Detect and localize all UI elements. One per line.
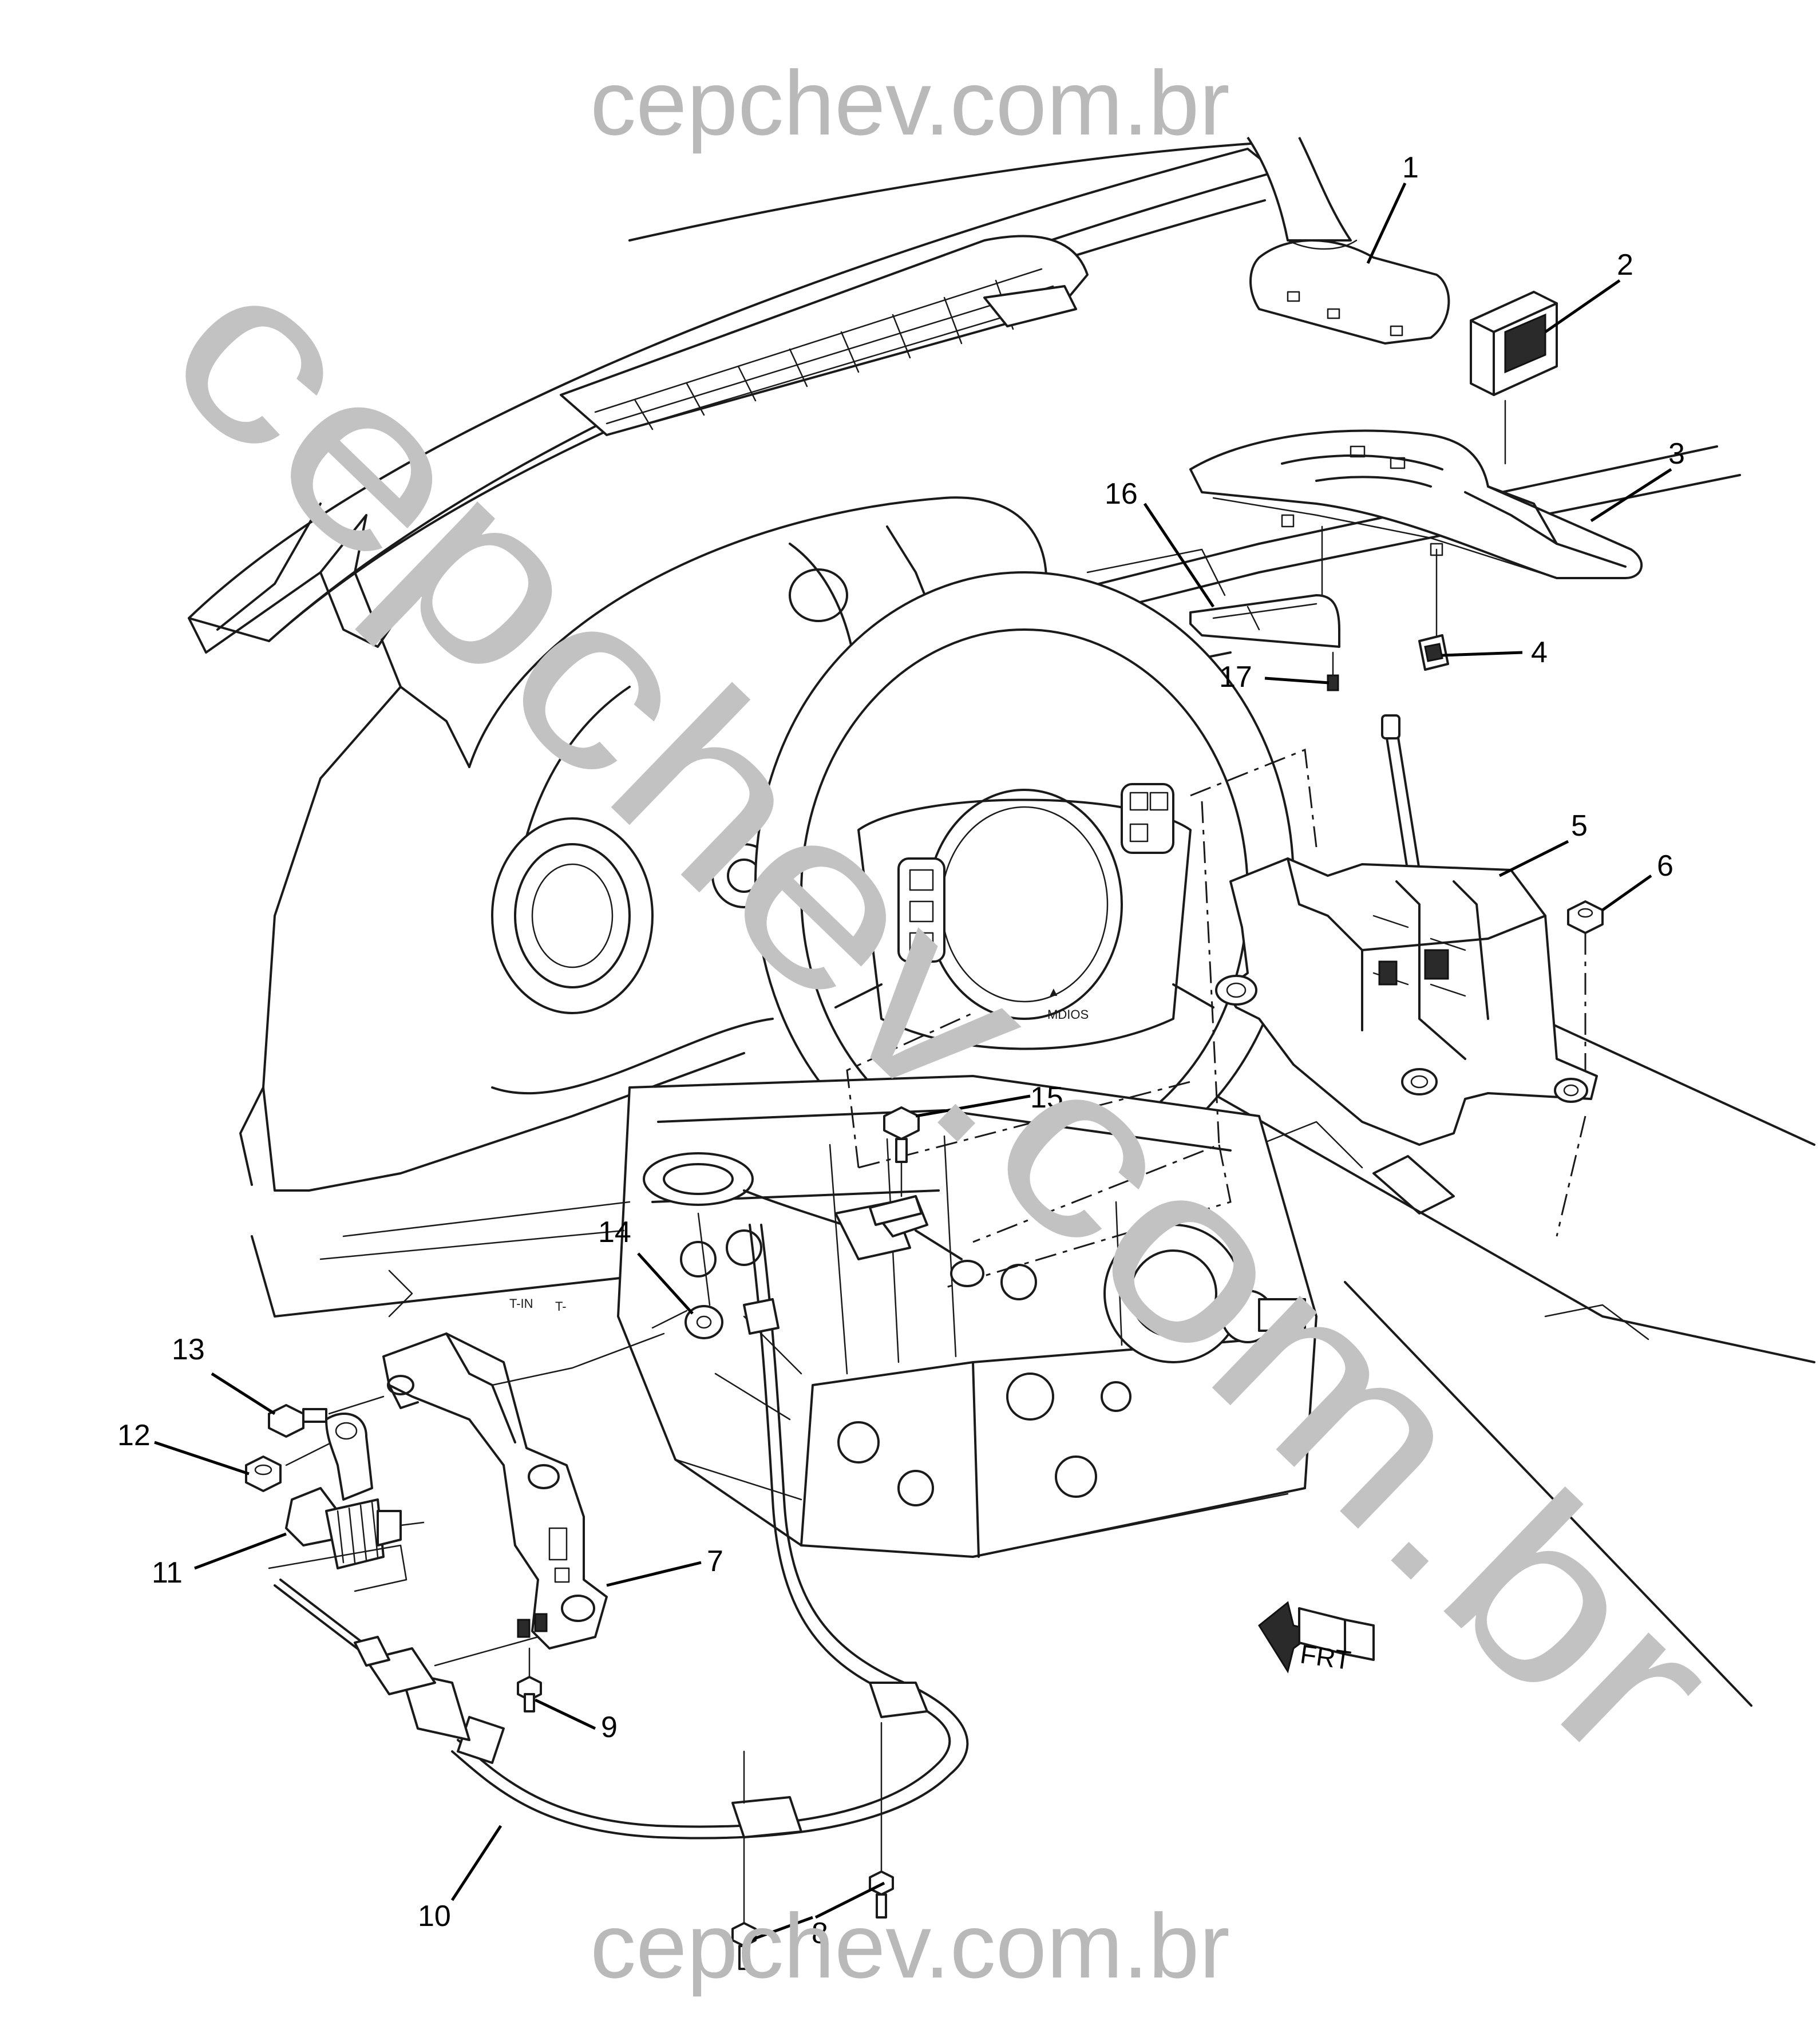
- assembly-outline: [846, 748, 1317, 1289]
- callout-11: 11: [152, 1556, 183, 1589]
- exploded-guide-lines: [434, 1212, 711, 1667]
- callout-12: 12: [117, 1419, 151, 1452]
- instrument-panel-background: [188, 142, 1815, 1707]
- callout-8: 8: [812, 1917, 828, 1950]
- transmission: T-IN T-: [319, 1075, 1317, 1558]
- part-8-bolts: [731, 1722, 894, 1970]
- part-2-switch: [1470, 291, 1558, 465]
- callout-15: 15: [1030, 1081, 1063, 1114]
- callout-16: 16: [1105, 477, 1138, 511]
- part-17-screw: [1327, 651, 1339, 691]
- callout-leaders: [154, 182, 1672, 1942]
- watermark-top: cepchev.com.br: [590, 52, 1230, 154]
- part-1-shift-boot: [1247, 136, 1450, 345]
- part-16-bezel-insert: [1189, 594, 1340, 648]
- callout-10: 10: [418, 1900, 451, 1933]
- watermark-bottom: cepchev.com.br: [590, 1894, 1230, 1997]
- steering-wheel: ▲ MDIOS: [754, 571, 1295, 1192]
- callout-5: 5: [1571, 809, 1588, 843]
- callout-13: 13: [172, 1333, 205, 1366]
- svg-text:MDIOS: MDIOS: [1047, 1007, 1089, 1022]
- svg-text:▲: ▲: [1047, 984, 1060, 999]
- part-14-washer: [491, 1305, 723, 1386]
- part-9-bolt: [517, 1647, 542, 1712]
- callout-14: 14: [598, 1216, 631, 1249]
- transmission-mark-t-in: T-IN: [509, 1296, 533, 1311]
- part-11-cable-end: [268, 1487, 425, 1592]
- callout-6: 6: [1657, 849, 1673, 883]
- callout-1: 1: [1402, 151, 1419, 184]
- part-13-bolt: [268, 1395, 385, 1438]
- callout-labels: 1 2 3 4 5 6 7 8 9 10 11 12 13 14 15 16 1…: [117, 151, 1685, 1950]
- part-15-bolt: [883, 1106, 920, 1197]
- callout-9: 9: [601, 1711, 618, 1744]
- callout-4: 4: [1531, 636, 1548, 669]
- callout-17: 17: [1219, 660, 1252, 694]
- transmission-mark-t-out: T-: [555, 1299, 567, 1314]
- part-6-nut: [1556, 900, 1604, 1237]
- callout-7: 7: [707, 1545, 723, 1578]
- part-10-shift-cable: [274, 1152, 984, 1840]
- callout-2: 2: [1617, 248, 1633, 282]
- part-12-nut: [245, 1413, 373, 1501]
- part-3-trim-plate: [1189, 429, 1643, 636]
- part-7-cable-bracket: [382, 1332, 608, 1650]
- front-direction-indicator: FRT: [1258, 1601, 1375, 1675]
- part-4-clip: [1418, 634, 1449, 671]
- front-label: FRT: [1299, 1639, 1353, 1675]
- callout-3: 3: [1668, 437, 1685, 470]
- part-5-shifter-assembly: [1215, 714, 1598, 1146]
